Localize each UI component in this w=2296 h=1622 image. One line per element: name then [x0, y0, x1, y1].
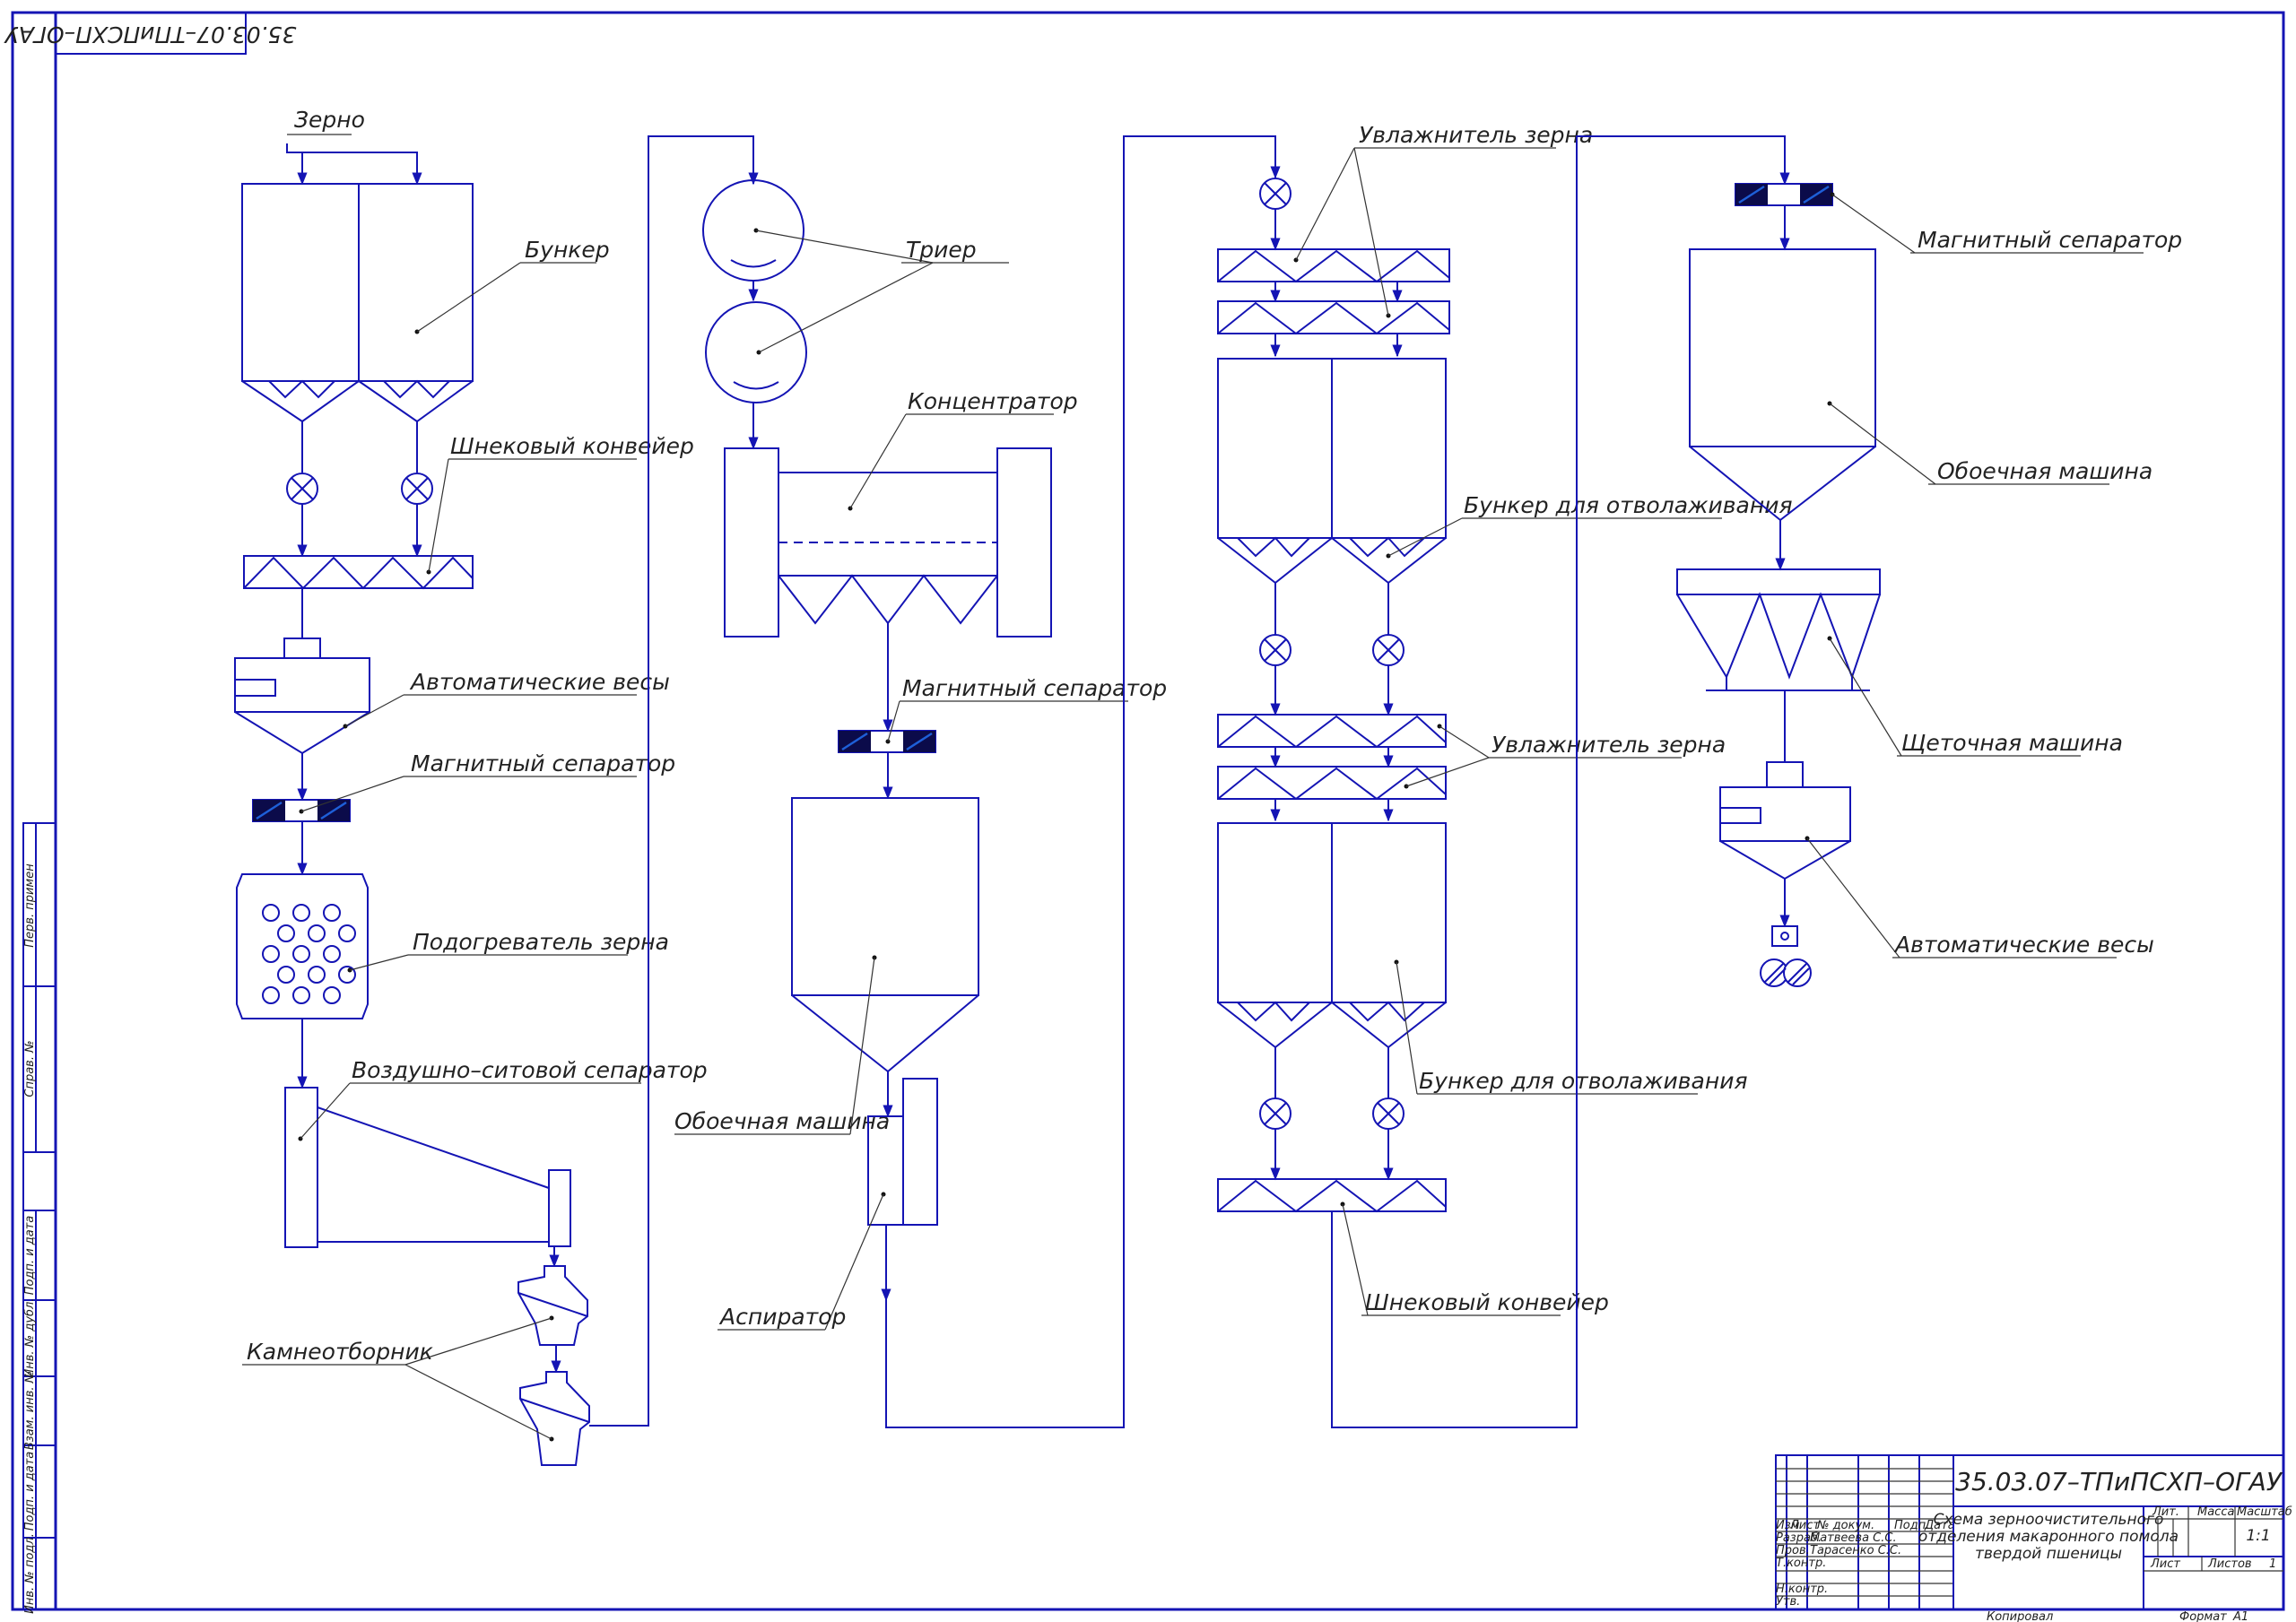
svg-text:Листов: Листов [2207, 1557, 2252, 1571]
scales2-label: Автоматические весы [1893, 932, 2154, 958]
grain-label: Зерно [294, 107, 365, 133]
magsep3-label: Магнитный сепаратор [1918, 227, 2182, 253]
side-stamp: Перв. примен Справ. № Подп. и дата Инв. … [22, 822, 57, 1614]
svg-text:Масштаб: Масштаб [2237, 1505, 2292, 1519]
magnetic-separator-3: Магнитный сепаратор [1735, 183, 2182, 254]
svg-text:Масса: Масса [2197, 1505, 2234, 1519]
svg-text:Т.контр.: Т.контр. [1776, 1557, 1826, 1570]
concentrator: Концентратор [724, 388, 1078, 638]
svg-text:1: 1 [2269, 1557, 2276, 1571]
screw-conveyor-1: Шнековый конвейер [243, 421, 694, 590]
svg-text:Формат: Формат [2179, 1610, 2227, 1622]
svg-text:Подп.: Подп. [1894, 1519, 1929, 1532]
svg-text:Пров.: Пров. [1776, 1544, 1810, 1557]
tempering-bin-2: Бункер для отволаживания [1217, 822, 1747, 1181]
drawing-title-2: отделения макаронного помола [1918, 1528, 2179, 1546]
automatic-scales-2: Автоматические весы [1719, 761, 2154, 987]
humidifier-1: Увлажнитель зерна [1217, 122, 1593, 358]
screw1-label: Шнековый конвейер [450, 433, 694, 459]
scourer2-label: Обоечная машина [1937, 458, 2152, 484]
drawing-title-3: твердой пшеницы [1975, 1545, 2122, 1563]
svg-text:Разраб.: Разраб. [1776, 1531, 1822, 1545]
svg-text:Подп. и дата: Подп. и дата [23, 1216, 37, 1296]
bunker: Бункер [241, 183, 610, 423]
svg-text:Лист: Лист [1789, 1519, 1820, 1532]
aspirator: Аспиратор [718, 135, 1281, 1428]
drawing-title-1: Схема зерноочистительного [1934, 1511, 2164, 1529]
magnetic-separator-1: Магнитный сепаратор [252, 750, 675, 822]
svg-text:Копировал: Копировал [1987, 1610, 2053, 1622]
svg-text:А1: А1 [2232, 1610, 2248, 1622]
tempering-bin-1: Бункер для отволаживания [1217, 358, 1792, 716]
concentrator-label: Концентратор [908, 388, 1078, 414]
brush-machine: Щеточная машина [1676, 568, 2123, 762]
aspirator-label: Аспиратор [718, 1304, 846, 1330]
humidifier-2: Увлажнитель зерна [1217, 714, 1726, 822]
scales1-label: Автоматические весы [409, 669, 670, 695]
svg-text:35.03.07–ТПиПСХП–ОГАУ: 35.03.07–ТПиПСХП–ОГАУ [4, 22, 297, 48]
svg-text:Справ. №: Справ. № [23, 1040, 37, 1097]
grain-heater: Подогреватель зерна [236, 821, 669, 1019]
svg-text:Лист: Лист [2150, 1557, 2180, 1571]
svg-text:Тарасенко С.С.: Тарасенко С.С. [1810, 1544, 1901, 1557]
svg-text:Лит.: Лит. [2152, 1505, 2179, 1519]
title-block: Изм Лист № докум. Подп. Дата Разраб. Про… [1775, 1454, 2292, 1622]
airsieve-label: Воздушно–ситовой сепаратор [352, 1057, 708, 1083]
trier-label: Триер [906, 237, 977, 263]
automatic-scales-1: Автоматические весы [234, 588, 670, 755]
screw2-label: Шнековый конвейер [1365, 1289, 1609, 1315]
svg-text:Н.контр.: Н.контр. [1776, 1583, 1828, 1596]
grain-inlet: Зерно [286, 107, 422, 186]
svg-text:Перв. примен: Перв. примен [23, 863, 37, 948]
svg-text:Инв. № подл.: Инв. № подл. [23, 1533, 37, 1614]
humid2-label: Увлажнитель зерна [1492, 732, 1726, 758]
scourer-2: Обоечная машина [1689, 248, 2152, 571]
svg-text:№ докум.: № докум. [1816, 1519, 1874, 1532]
magsep1-label: Магнитный сепаратор [411, 750, 675, 776]
stone-separator: Камнеотборник [242, 135, 759, 1466]
top-code-box: 35.03.07–ТПиПСХП–ОГАУ [4, 12, 297, 55]
svg-text:Взам. инв. №: Взам. инв. № [23, 1371, 37, 1450]
scourer1-label: Обоечная машина [674, 1108, 890, 1134]
svg-text:Утв.: Утв. [1776, 1595, 1800, 1609]
svg-text:Инв. № дубл.: Инв. № дубл. [23, 1298, 37, 1378]
tempbin1-label: Бункер для отволаживания [1464, 492, 1792, 518]
magnetic-separator-2: Магнитный сепаратор [838, 623, 1167, 753]
humid1-label: Увлажнитель зерна [1359, 122, 1593, 148]
air-sieve-separator: Воздушно–ситовой сепаратор [284, 1019, 708, 1248]
trier: Триер [702, 179, 1009, 403]
screw-conveyor-2: Шнековый конвейер [1217, 135, 1790, 1428]
svg-text:Изм: Изм [1776, 1519, 1800, 1532]
magsep2-label: Магнитный сепаратор [902, 675, 1167, 701]
bunker-label: Бункер [525, 237, 610, 263]
svg-text:Дата: Дата [1924, 1519, 1955, 1532]
svg-text:1:1: 1:1 [2246, 1527, 2270, 1545]
tempbin2-label: Бункер для отволаживания [1419, 1068, 1747, 1094]
heater-label: Подогреватель зерна [413, 929, 669, 955]
brush-label: Щеточная машина [1901, 730, 2123, 756]
title-code: 35.03.07–ТПиПСХП–ОГАУ [1955, 1467, 2283, 1496]
stone-label: Камнеотборник [247, 1339, 433, 1365]
scourer-1: Обоечная машина [674, 752, 979, 1135]
svg-text:Подп. и дата: Подп. и дата [23, 1452, 37, 1531]
inner-frame [54, 11, 2285, 1611]
svg-text:Матвеева С.С.: Матвеева С.С. [1810, 1531, 1897, 1545]
